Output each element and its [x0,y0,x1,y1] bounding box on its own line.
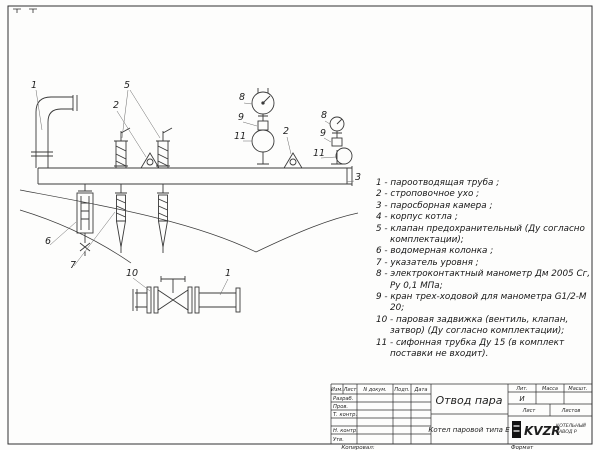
steam-header-pipe [37,166,353,186]
pressure-gauge-dial-icon [251,91,275,115]
valve-handwheel-icon [160,276,186,293]
legend-item-11: 11 - сифонная трубка Ду 15 (в комплект п… [376,337,565,360]
legend-item-2: 2 - строповочное ухо ; [376,189,480,200]
water-gauge-column [76,184,94,256]
valve-body-right [172,289,189,311]
legend-item-5: 5 - клапан предохранительный (Ду согласн… [376,223,585,246]
callout-1-outlet-pipe: 1 [225,268,231,279]
gauge-mount-stem [256,152,270,169]
callout-labels: 1 5 2 8 9 11 2 8 9 11 3 6 7 10 1 [31,80,361,279]
safety-valve-left [114,127,131,169]
gate-valve-assembly [132,276,241,314]
sheet-frame [7,5,593,445]
siphon-loop-icon [251,129,275,153]
col-izm-label: Изм. [331,387,343,393]
logo-text: KVZR [524,424,561,438]
lifting-eye-right [283,152,303,169]
callout-leader-lines [35,89,355,296]
kopiroval-label: Копировал: [341,445,374,450]
logo-mark-icon [512,421,521,438]
gauge-needle-icon [336,118,343,125]
masshtab-label: Масшт. [568,386,587,392]
legend-item-7: 7 - указатель уровня ; [376,257,479,268]
schematic [19,88,359,314]
col-podp-label: Подп. [394,387,409,393]
siphon-loop-icon [335,147,353,165]
callout-2-eye-right: 2 [283,126,289,137]
callout-9-cock-right: 9 [320,128,326,139]
massa-label: Масса [542,386,558,392]
row-razrab-label: Разраб. [333,396,353,402]
corner-marks [13,8,37,13]
drawing-title: Отвод пара [435,394,502,407]
three-way-cock-icon [331,137,343,147]
col-list-label: Лист [343,387,358,393]
legend-item-9: 9 - кран трех-ходовой для манометра G1/2… [376,292,587,314]
col-data-label: Дата [414,387,428,393]
callout-7-level-indicator: 7 [70,260,76,271]
steam-riser-pipe [31,95,78,168]
company-logo: KVZR КОТЕЛЬНЫЙ ЗАВОД Р [512,421,586,438]
three-way-cock-icon [257,120,269,131]
title-block [330,383,592,444]
callout-5-safety-valve: 5 [124,80,130,91]
logo-caption-line2: ЗАВОД Р [556,429,577,435]
callout-6-water-column: 6 [45,236,51,247]
lifting-eye-left [140,152,160,169]
logo-caption-line1: КОТЕЛЬНЫЙ [556,422,586,429]
parts-legend: 1 - пароотводящая труба ; 2 - строповочн… [376,178,592,361]
callout-2-eye-left: 2 [113,100,119,111]
row-nkontr-label: Н. контр. [333,428,358,434]
callout-3-chamber: 3 [355,172,361,183]
callout-8-gauge-left: 8 [239,92,245,103]
col-ndoc-label: N докум. [363,387,386,393]
boiler-shell-curves [19,189,359,264]
title-block-text: Изм. Лист N докум. Подп. Дата Разраб. Пр… [331,386,587,443]
legend-item-10: 10 - паровая задвижка (вентиль, клапан, … [376,314,569,337]
legend-item-8: 8 - электроконтактный манометр Дм 2005 С… [376,269,591,291]
callout-11-siphon-right: 11 [313,148,325,159]
gauge-assembly-left [251,88,275,169]
level-indicator-left [115,184,127,253]
valve-body-left [157,289,174,311]
safety-valve-right [156,127,173,169]
row-prov-label: Пров. [333,404,348,410]
lit-label: Лит. [515,386,528,392]
callout-1-riser: 1 [31,80,37,91]
legend-item-4: 4 - корпус котла ; [376,212,458,223]
drawing-subtitle: Котел паровой типа Е [428,426,510,434]
list-label: Лист [522,408,537,414]
callout-11-siphon-left: 11 [234,131,246,142]
lit-value: И [519,395,525,403]
callout-8-gauge-right: 8 [321,110,327,121]
row-utv-label: Утв. [333,437,344,443]
legend-item-6: 6 - водомерная колонка ; [376,246,494,257]
format-label: Формат [511,445,534,450]
level-indicator-right [157,184,169,253]
callout-10-gate-valve: 10 [126,268,138,279]
callout-9-cock-left: 9 [238,112,244,123]
row-tkontr-label: Т. контр. [333,412,357,418]
listov-label: Листов [561,408,581,414]
legend-item-1: 1 - пароотводящая труба ; [376,178,500,188]
legend-item-3: 3 - паросборная камера ; [376,200,493,211]
